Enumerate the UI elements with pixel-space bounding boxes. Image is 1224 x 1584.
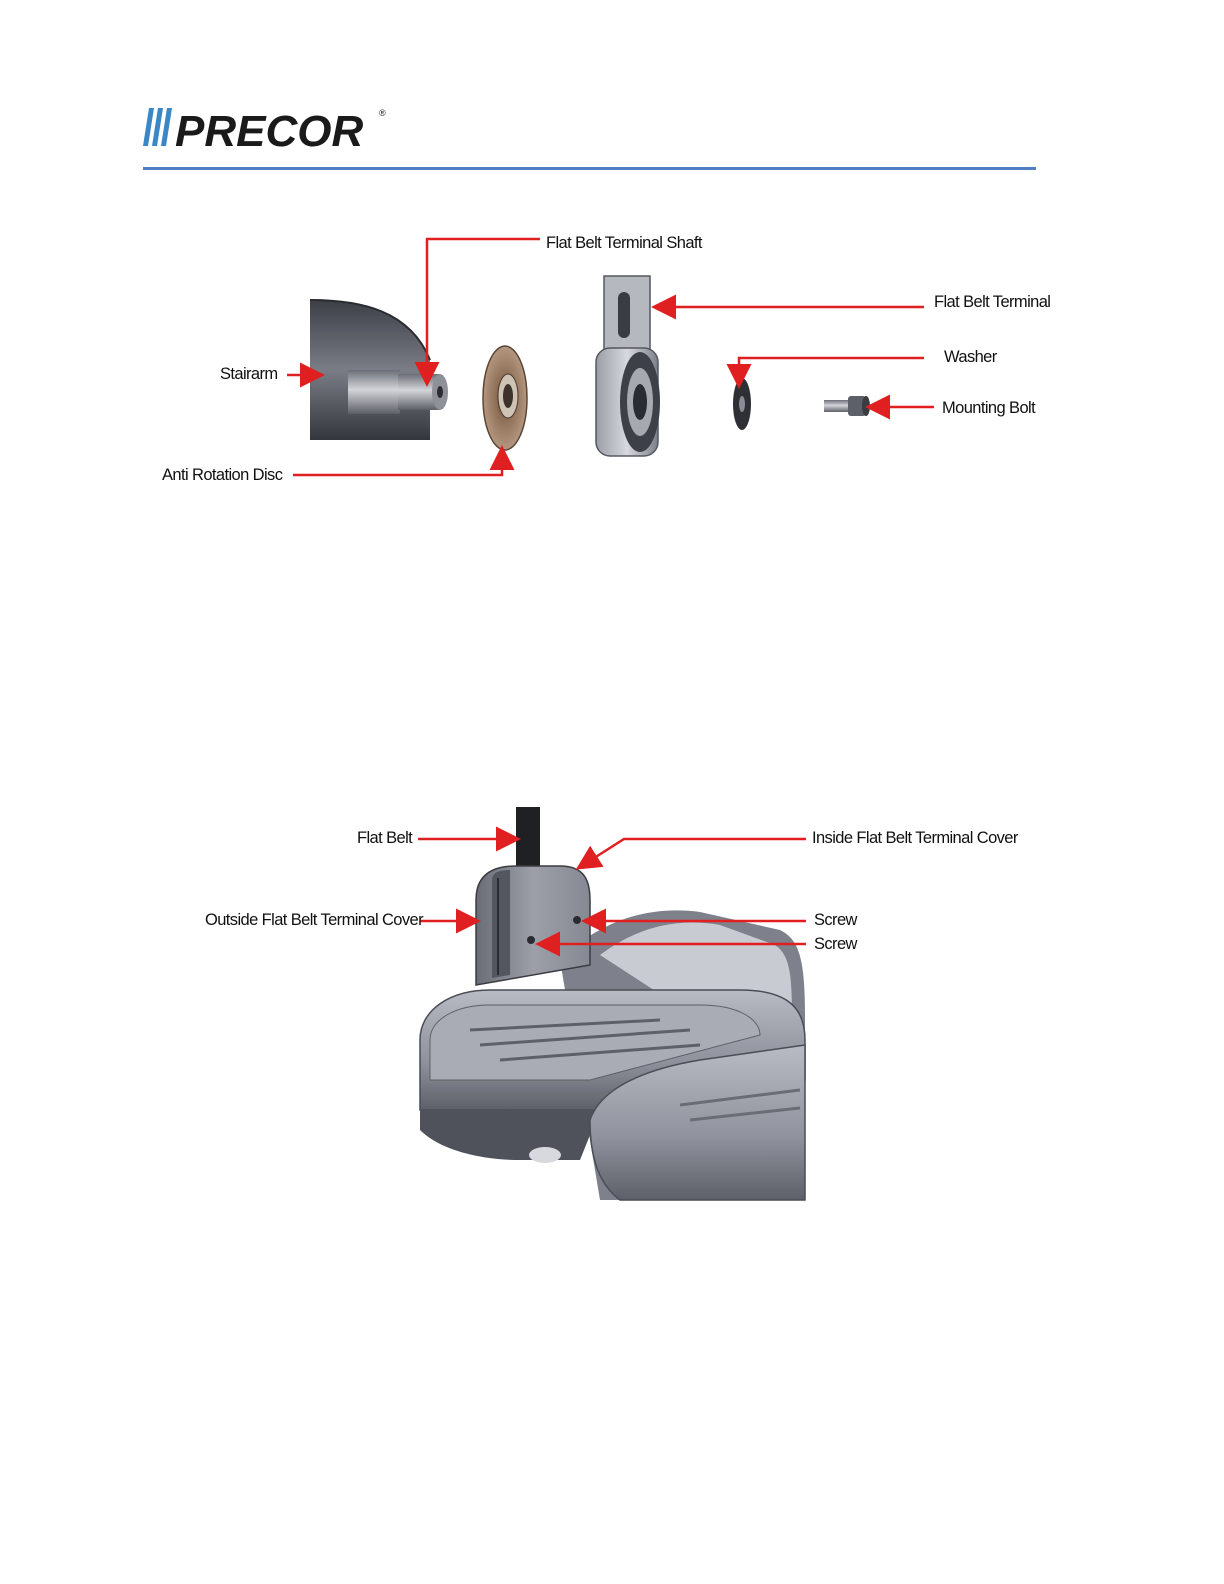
- arrow-inside-cover: [580, 839, 806, 867]
- label-screw-1: Screw: [814, 910, 857, 930]
- flat-belt-part: [516, 807, 540, 875]
- label-flat-belt: Flat Belt: [357, 828, 412, 848]
- terminal-cover-part: [476, 866, 590, 985]
- label-inside-flat-belt-terminal-cover: Inside Flat Belt Terminal Cover: [812, 828, 1018, 848]
- label-screw-2: Screw: [814, 934, 857, 954]
- label-outside-flat-belt-terminal-cover: Outside Flat Belt Terminal Cover: [205, 910, 423, 930]
